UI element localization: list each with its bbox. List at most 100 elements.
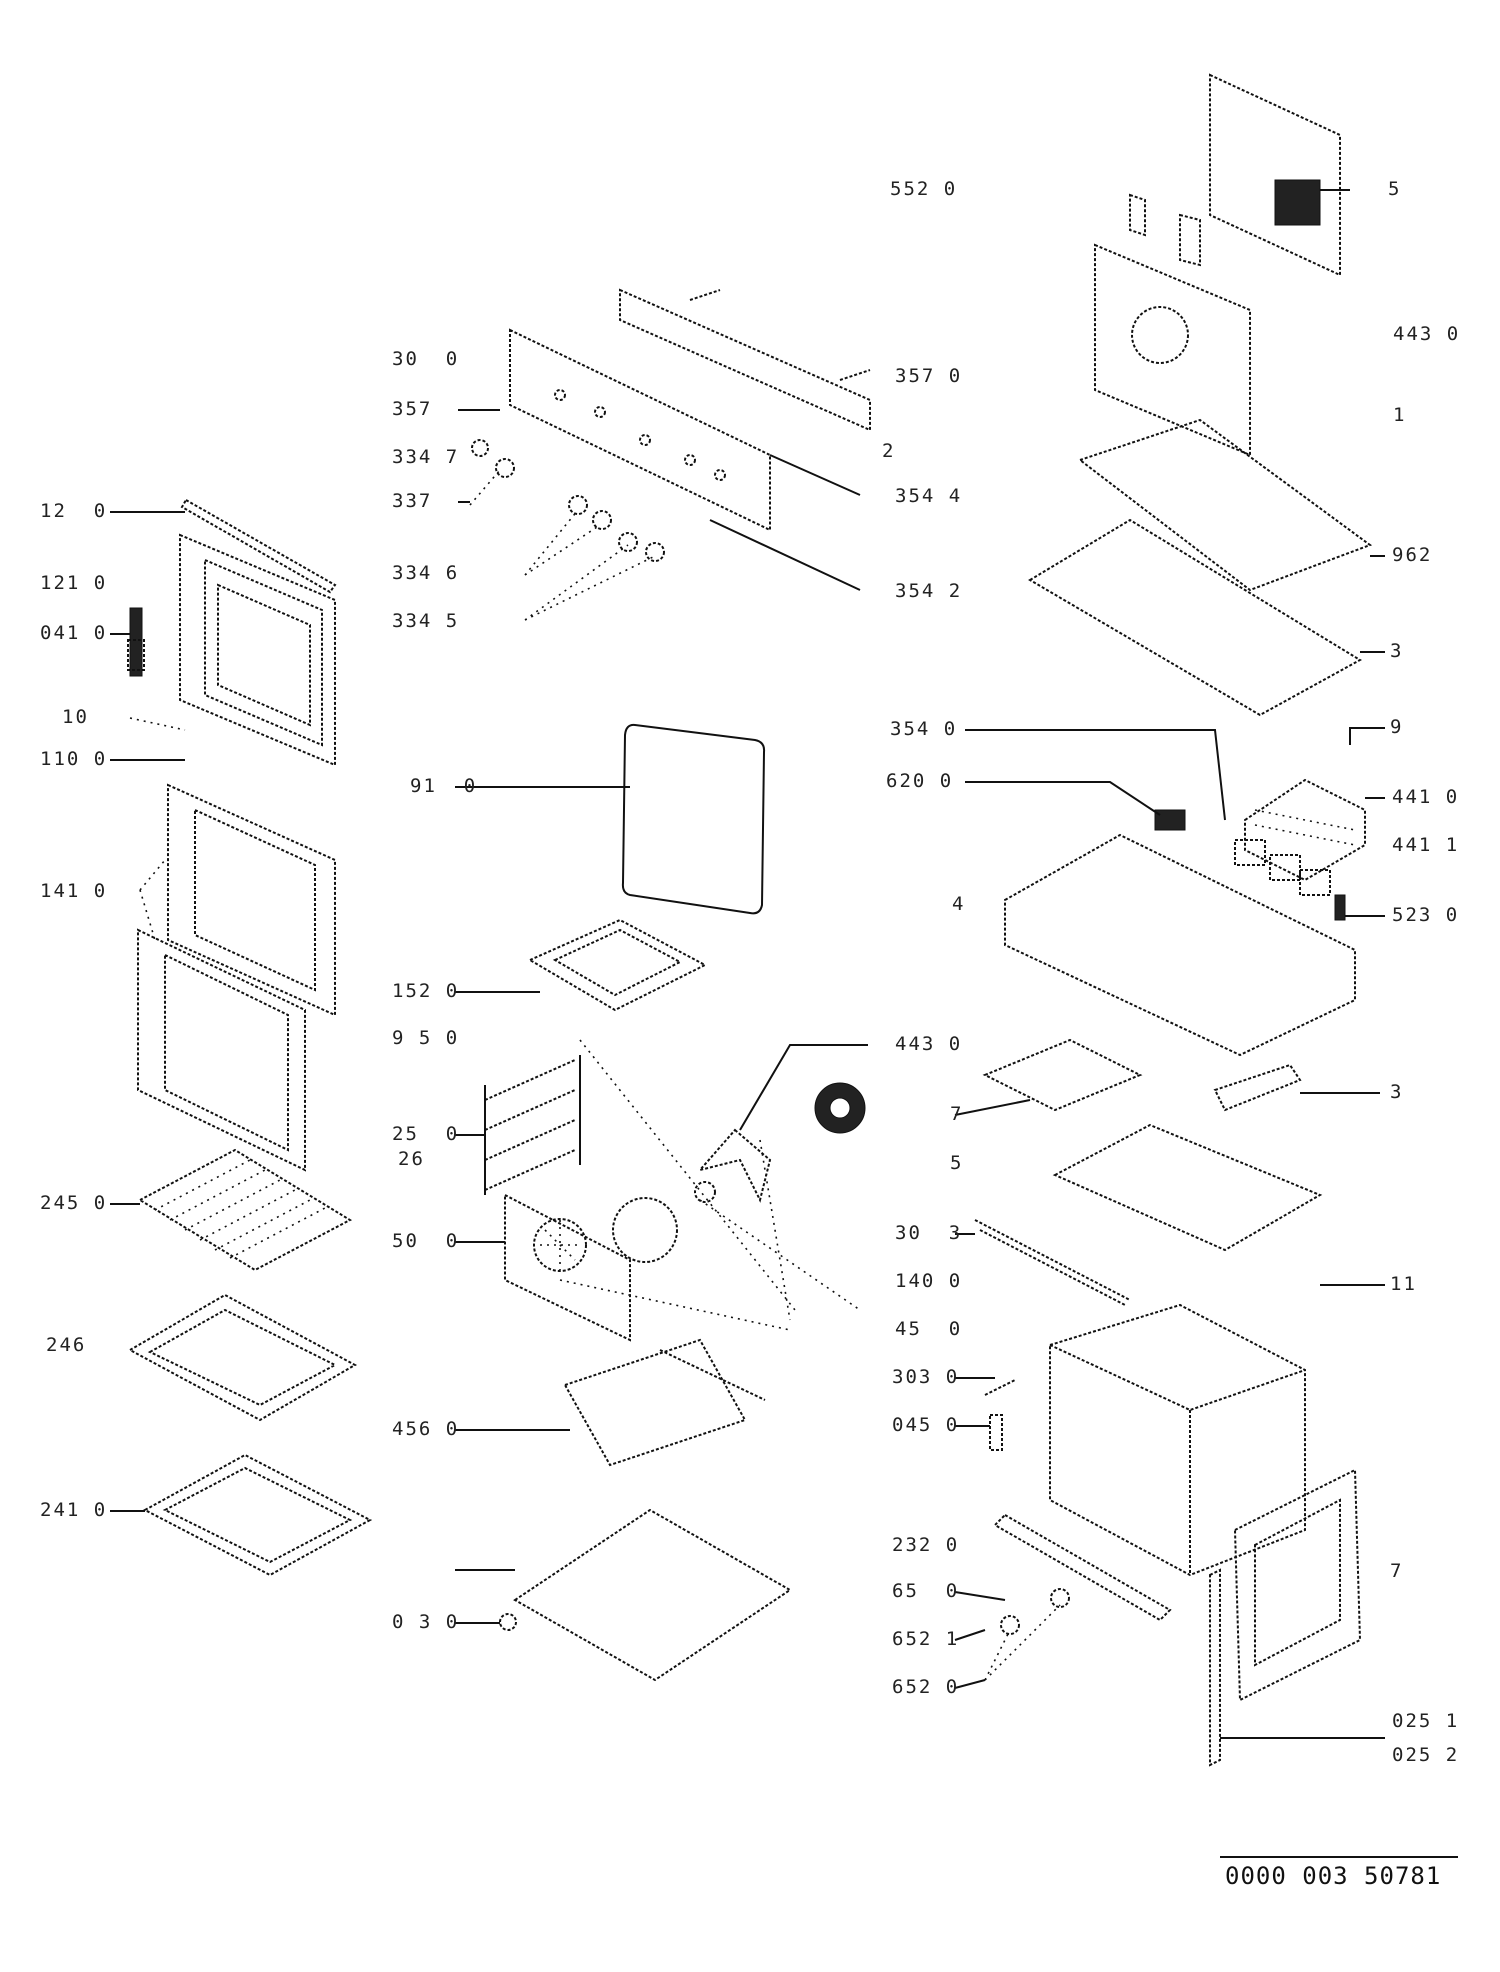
- part-label-334-7: 334 7: [392, 446, 460, 468]
- control-panel-front: [509, 328, 771, 532]
- side-deflector: [982, 1038, 1143, 1112]
- part-label-357-0: 357 0: [895, 365, 963, 387]
- reference-divider: [1220, 1856, 1458, 1858]
- part-label-152-0: 152 0: [392, 980, 460, 1002]
- part-label-1-top: 1: [1393, 404, 1407, 426]
- rear-fan-cover: [504, 1193, 631, 1342]
- part-label-140-0: 140 0: [895, 1270, 963, 1292]
- top-cover: [1028, 518, 1362, 717]
- part-label-354-0: 354 0: [890, 718, 958, 740]
- part-label-5-top: 5: [1388, 178, 1402, 200]
- part-label-10: 10: [62, 706, 89, 728]
- part-label-26: 26: [398, 1148, 425, 1170]
- door-glass-panel: [167, 783, 336, 1017]
- part-label-7b: 7: [1390, 1560, 1404, 1582]
- top-insulation: [1077, 418, 1373, 592]
- rear-housing-panel: [1094, 243, 1251, 457]
- part-label-232-0: 232 0: [892, 1534, 960, 1556]
- part-label-11: 11: [1390, 1273, 1417, 1295]
- part-label-045-0: 045 0: [892, 1414, 960, 1436]
- part-label-245-0: 245 0: [40, 1192, 108, 1214]
- oven-cavity: [1049, 1303, 1306, 1577]
- part-label-25-0: 25 0: [392, 1123, 460, 1145]
- electronics-tray: [1004, 833, 1356, 1057]
- oven-ceiling-plate: [1052, 1123, 1323, 1252]
- door-hinge-right: [1209, 1568, 1221, 1767]
- oven-door-seal: [621, 723, 766, 915]
- control-panel-bracket: [619, 288, 871, 432]
- small-bracket: [1213, 1063, 1302, 1112]
- drip-tray: [142, 1453, 373, 1577]
- grease-filter: [563, 1338, 766, 1467]
- part-label-357: 357: [392, 398, 433, 420]
- lamp-holder: [984, 1379, 1016, 1451]
- bottom-trim-strip: [993, 1513, 1172, 1622]
- part-label-50-0: 50 0: [392, 1230, 460, 1252]
- door-latch-parts: [984, 1588, 1070, 1681]
- part-label-441-0: 441 0: [1392, 786, 1460, 808]
- door-hinge-part: [127, 607, 145, 677]
- part-label-523-0: 523 0: [1392, 904, 1460, 926]
- part-label-652-1: 652 1: [892, 1628, 960, 1650]
- grill-element: [527, 918, 708, 1012]
- part-label-121-0: 121 0: [40, 572, 108, 594]
- door-top-trim: [180, 498, 337, 594]
- part-label-7a: 7: [950, 1103, 964, 1125]
- part-label-30-3: 30 3: [895, 1222, 963, 1244]
- convection-fan: [694, 1128, 772, 1203]
- part-label-334-6: 334 6: [392, 562, 460, 584]
- part-label-552-0: 552 0: [890, 178, 958, 200]
- top-bracket: [1129, 193, 1201, 267]
- part-label-9: 9: [1390, 716, 1404, 738]
- foot: [499, 1613, 517, 1631]
- part-label-91-0: 91 0: [410, 775, 478, 797]
- part-label-30-0: 30 0: [392, 348, 460, 370]
- part-label-5: 5: [950, 1152, 964, 1174]
- dashed-assembly-lines: [559, 1039, 861, 1331]
- terminal-block: [1154, 809, 1186, 831]
- part-label-456-0: 456 0: [392, 1418, 460, 1440]
- part-label-141-0: 141 0: [40, 880, 108, 902]
- diagram-reference-number: 0000 003 50781: [1225, 1862, 1442, 1890]
- part-label-0-3-0: 0 3 0: [392, 1611, 460, 1633]
- part-label-2: 2: [882, 440, 896, 462]
- part-label-025-2: 025 2: [1392, 1744, 1460, 1766]
- part-label-620-0: 620 0: [886, 770, 954, 792]
- circular-heating-element: [612, 1197, 678, 1263]
- part-label-441-1: 441 1: [1392, 834, 1460, 856]
- leader-lines: [110, 189, 1385, 1739]
- part-label-652-0: 652 0: [892, 1676, 960, 1698]
- part-label-3: 3: [1390, 640, 1404, 662]
- outer-door-panel: [137, 928, 306, 1172]
- part-label-246: 246: [46, 1334, 87, 1356]
- bottom-cover-plate: [513, 1508, 792, 1682]
- part-label-9-5-0: 9 5 0: [392, 1027, 460, 1049]
- baking-tray: [127, 1293, 358, 1422]
- part-label-45-0: 45 0: [895, 1318, 963, 1340]
- part-label-354-4: 354 4: [895, 485, 963, 507]
- part-label-241-0: 241 0: [40, 1499, 108, 1521]
- inner-door-frame: [179, 533, 336, 767]
- fan-motor: [814, 1082, 866, 1134]
- side-door-frame: [1233, 1468, 1362, 1702]
- oven-rack: [137, 1148, 353, 1272]
- part-label-354-2: 354 2: [895, 580, 963, 602]
- control-knobs: [469, 439, 665, 621]
- part-label-337: 337: [392, 490, 433, 512]
- part-label-443-0-top: 443 0: [1393, 323, 1461, 345]
- part-label-110-0: 110 0: [40, 748, 108, 770]
- part-label-041-0: 041 0: [40, 622, 108, 644]
- part-label-65-0: 65 0: [892, 1580, 960, 1602]
- part-label-025-1: 025 1: [1392, 1710, 1460, 1732]
- part-label-4: 4: [952, 893, 966, 915]
- part-label-962: 962: [1392, 544, 1433, 566]
- part-label-12-0: 12 0: [40, 500, 108, 522]
- rear-label-panel: [1209, 73, 1341, 277]
- part-label-334-5: 334 5: [392, 610, 460, 632]
- part-label-3b: 3: [1390, 1081, 1404, 1103]
- front-rail: [974, 1219, 1131, 1306]
- side-rack-runner: [484, 1055, 581, 1195]
- cooling-fan-tangential: [1244, 778, 1366, 882]
- part-label-443-0: 443 0: [895, 1033, 963, 1055]
